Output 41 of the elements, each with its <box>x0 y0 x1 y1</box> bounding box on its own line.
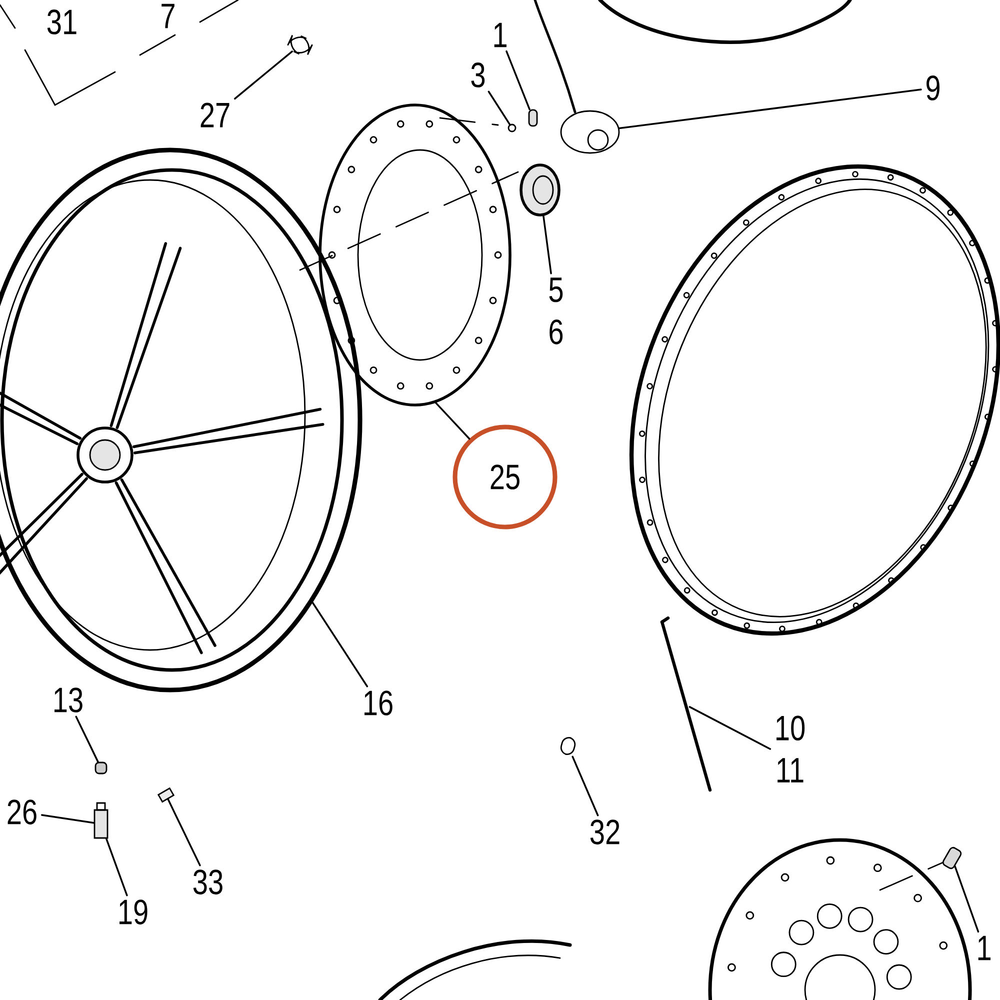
leader-line <box>506 50 530 110</box>
valve-stem-drawing <box>94 802 108 839</box>
bearing-drawing <box>520 164 560 216</box>
leader-line <box>40 814 95 824</box>
leader-line <box>488 90 511 126</box>
callout-number: 10 11 <box>776 716 805 782</box>
callout-number: 3 <box>471 62 485 88</box>
brake-disc-drawing <box>318 104 512 406</box>
callout-number: 27 <box>200 102 230 128</box>
bolt-drawing <box>528 109 538 127</box>
callout-number: 5 6 <box>549 278 563 344</box>
callout-number: 26 <box>8 800 36 824</box>
valve-cap-drawing <box>94 762 108 774</box>
leader-line <box>75 716 99 763</box>
callout-number: 33 <box>193 870 222 894</box>
leader-line <box>167 798 201 866</box>
callout-number: 31 <box>47 10 76 34</box>
washer-drawing <box>508 124 516 132</box>
callout-number: 9 <box>926 76 940 100</box>
callout-number: 19 <box>120 900 148 924</box>
leader-line <box>434 402 470 440</box>
callout-number: 32 <box>590 820 620 844</box>
callout-number: 1 <box>978 936 990 960</box>
leader-line <box>572 756 599 816</box>
leader-line <box>105 838 128 896</box>
leader-line <box>618 88 922 130</box>
callout-number: 7 <box>162 4 174 28</box>
circled-callout-number: 25 <box>452 424 558 530</box>
clip-drawing <box>286 34 314 56</box>
spoke-drawing <box>660 616 712 792</box>
bolt-drawing <box>942 846 962 870</box>
leader-line <box>954 865 980 933</box>
spoke-nipple-drawing <box>560 736 576 756</box>
leader-line <box>688 706 772 750</box>
callout-number: 13 <box>54 688 82 712</box>
leader-line <box>312 602 368 688</box>
callout-number: 1 <box>494 22 506 48</box>
leader-line <box>234 50 294 100</box>
leader-line <box>542 215 552 274</box>
callout-number: 16 <box>364 690 392 716</box>
sensor-drawing <box>560 110 620 154</box>
